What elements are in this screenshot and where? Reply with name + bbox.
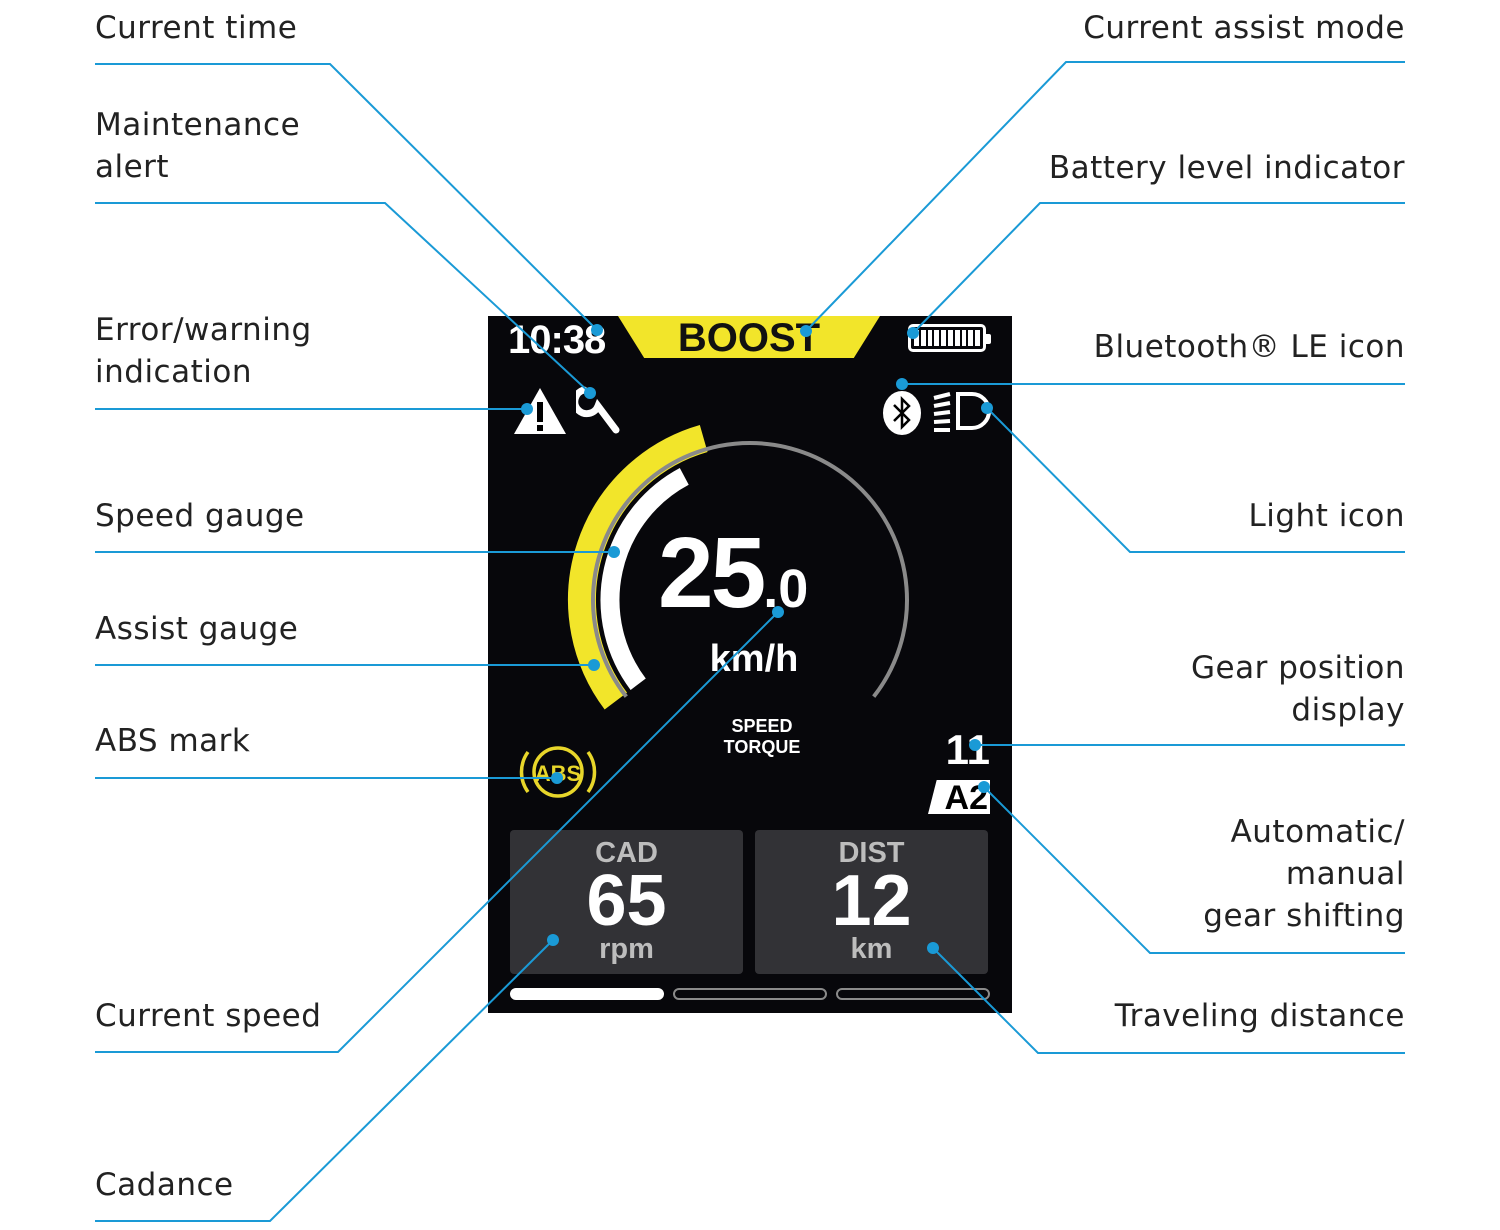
tile-title: DIST [838, 837, 905, 869]
bluetooth-icon [883, 391, 921, 435]
tile-unit: km [850, 933, 893, 965]
distance-tile: DIST 12 km [755, 830, 988, 974]
svg-text:ABS: ABS [535, 761, 581, 786]
label-assist-gauge: Assist gauge [95, 611, 299, 647]
current-speed: 25.0 [658, 517, 809, 629]
label-light: Light icon [1248, 498, 1405, 534]
label-bluetooth: Bluetooth® LE icon [1093, 329, 1405, 365]
gear-mode-badge: A2 [928, 780, 990, 814]
gear-position: 11 [945, 726, 990, 773]
tile-unit: rpm [599, 933, 654, 965]
page-dot [836, 988, 990, 1000]
tile-value: 12 [831, 861, 912, 941]
battery-bar [947, 330, 953, 346]
battery-bar [968, 330, 974, 346]
battery-bar [927, 330, 933, 346]
label-current-assist-mode: Current assist mode [1083, 10, 1405, 46]
label-traveling-distance: Traveling distance [1114, 998, 1405, 1034]
battery-bar [934, 330, 940, 346]
battery-bar [954, 330, 960, 346]
warning-icon [514, 388, 566, 434]
abs-icon: ABS [519, 746, 597, 798]
leader-line [805, 61, 1405, 332]
speed-gauge-track [591, 441, 909, 698]
label-speed-gauge: Speed gauge [95, 498, 305, 534]
label-abs-mark: ABS mark [95, 723, 251, 759]
page-dot [673, 988, 827, 1000]
label-current-speed: Current speed [95, 998, 322, 1034]
cadence-tile: CAD 65 rpm [510, 830, 743, 974]
battery-bar [920, 330, 926, 346]
tile-value: 65 [586, 861, 667, 941]
label-current-time: Current time [95, 10, 298, 46]
speed-unit: km/h [709, 638, 799, 680]
leader-line [912, 202, 1405, 334]
battery-bar [975, 330, 980, 346]
label-cadance: Cadance [95, 1167, 234, 1203]
battery-bar [941, 330, 946, 346]
label-battery-level: Battery level indicator [1048, 150, 1405, 186]
page-dot [510, 988, 664, 1000]
battery-bar [961, 330, 967, 346]
